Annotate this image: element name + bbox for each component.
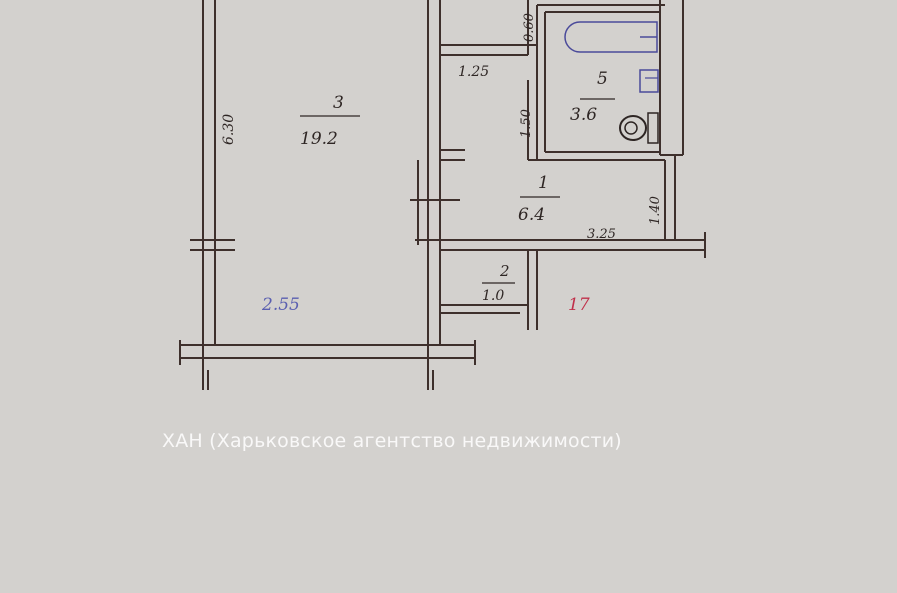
toilet-icon: [619, 112, 659, 144]
sink-icon: [639, 69, 659, 93]
room-1-area: 6.4: [518, 205, 545, 225]
watermark: ХАН (Харьковское агентство недвижимости): [162, 430, 622, 452]
red-mark-note: 17: [568, 295, 590, 315]
room-3-walls: [179, 0, 476, 390]
room-2-walls: [440, 250, 538, 330]
room-5-number: 5: [597, 69, 608, 89]
bathroom-walls: [537, 0, 684, 156]
dim-hall-width-top: 1.25: [458, 64, 489, 80]
dim-hall-width: 3.25: [587, 227, 616, 242]
room-1-number: 1: [538, 173, 549, 193]
room-3-number: 3: [333, 93, 344, 113]
room-2-number: 2: [499, 262, 510, 280]
dim-closet-depth: 0.60: [522, 13, 537, 42]
room-2-area: 1.0: [482, 288, 504, 304]
dim-bath-side: 1.50: [519, 109, 534, 138]
room-3-area: 19.2: [300, 129, 338, 149]
room-5-area: 3.6: [570, 105, 597, 125]
ceiling-height-note: 2.55: [261, 295, 300, 315]
dim-room3-length: 6.30: [221, 114, 237, 145]
dim-hall-side: 1.40: [648, 196, 663, 225]
bathtub-icon: [564, 21, 658, 53]
hall-walls: [410, 0, 706, 258]
